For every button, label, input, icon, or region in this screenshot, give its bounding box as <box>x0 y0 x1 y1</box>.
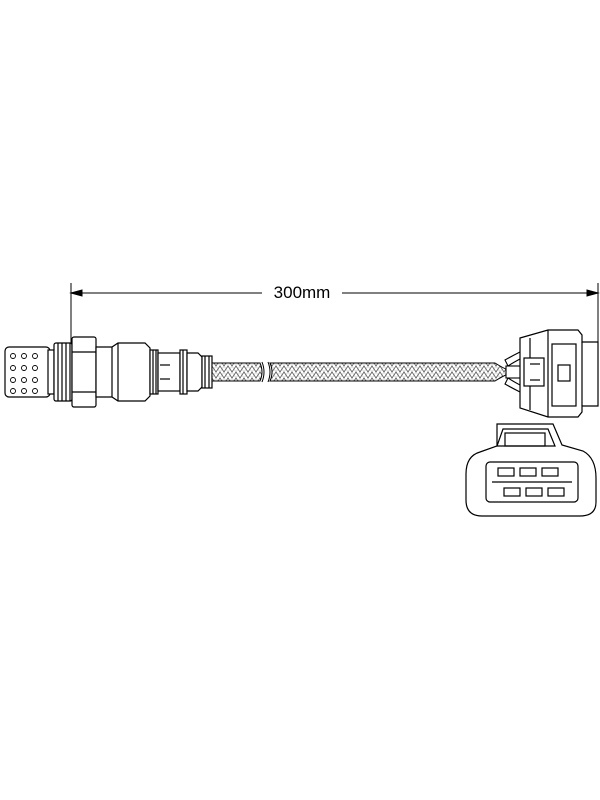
sensor-body <box>95 342 213 402</box>
braided-cable-segment-1 <box>211 362 263 382</box>
connector-side-view <box>519 329 599 418</box>
dimension-line <box>69 283 600 360</box>
sensor-probe-tip <box>4 346 55 398</box>
sensor-thread <box>53 342 73 402</box>
braided-cable-segment-2 <box>269 362 509 382</box>
sensor-hex-nut <box>71 336 97 408</box>
cable-break-mark <box>261 361 271 383</box>
dimension-label: 300mm <box>262 282 342 304</box>
connector-front-view <box>465 423 597 517</box>
